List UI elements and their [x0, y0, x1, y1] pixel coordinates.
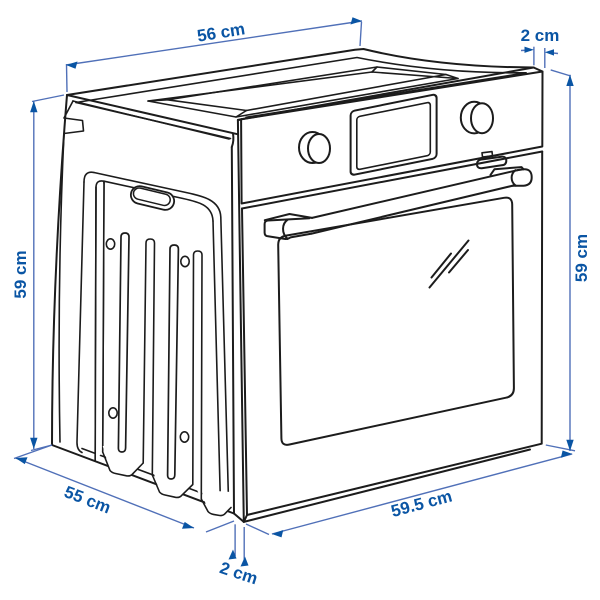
svg-text:2 cm: 2 cm — [521, 26, 560, 45]
svg-text:59 cm: 59 cm — [572, 234, 591, 282]
svg-text:59 cm: 59 cm — [11, 250, 30, 298]
